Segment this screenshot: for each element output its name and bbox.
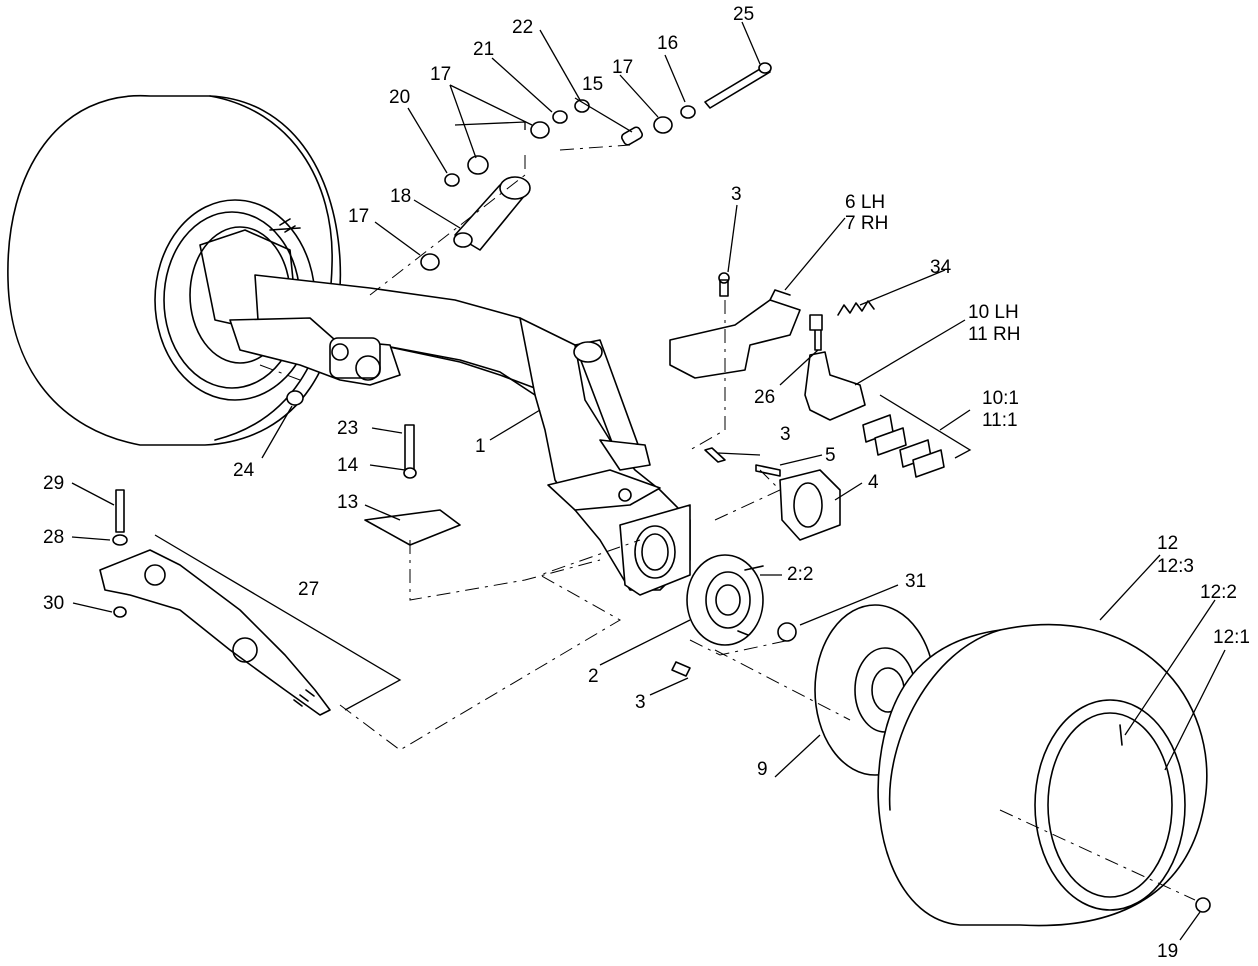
label-27: 27 xyxy=(298,579,319,600)
label-18: 18 xyxy=(390,186,411,207)
label-11-1: 11:1 xyxy=(982,410,1018,431)
wheel-hub-illustration xyxy=(686,554,764,646)
label-9: 9 xyxy=(757,759,768,780)
label-20: 20 xyxy=(389,87,410,108)
leader-lines xyxy=(71,21,1226,941)
label-14: 14 xyxy=(337,455,359,476)
axle-ujoint-illustration xyxy=(229,317,401,386)
label-12: 12 xyxy=(1157,533,1178,554)
label-2: 2 xyxy=(588,666,599,687)
label-13: 13 xyxy=(337,492,358,513)
label-17-top: 17 xyxy=(430,64,451,85)
label-3-bottom: 3 xyxy=(635,692,646,713)
axle-housing-illustration xyxy=(254,274,691,596)
part-labels: 1 2 2:2 3 3 3 4 5 6 LH 7 RH 9 10 LH 11 R… xyxy=(43,4,1250,962)
label-26: 26 xyxy=(754,387,775,408)
label-17-left: 17 xyxy=(348,206,369,227)
label-17-right: 17 xyxy=(612,57,633,78)
label-1: 1 xyxy=(475,436,486,457)
label-30: 30 xyxy=(43,593,64,614)
label-11-rh: 11 RH xyxy=(968,324,1020,345)
label-5: 5 xyxy=(825,445,836,466)
alignment-lines xyxy=(259,144,1196,901)
brake-caliper-illustration xyxy=(779,469,841,541)
mounting-plate-illustration xyxy=(364,424,461,546)
label-34: 34 xyxy=(930,257,952,278)
label-3-top: 3 xyxy=(731,184,742,205)
label-29: 29 xyxy=(43,473,64,494)
label-12-3: 12:3 xyxy=(1157,556,1194,577)
label-15: 15 xyxy=(582,74,603,95)
label-22: 22 xyxy=(512,17,533,38)
label-16: 16 xyxy=(657,33,678,54)
label-6-lh: 6 LH xyxy=(845,192,885,213)
label-12-2: 12:2 xyxy=(1200,582,1237,603)
label-7-rh: 7 RH xyxy=(845,213,888,234)
label-21: 21 xyxy=(473,39,494,60)
label-4: 4 xyxy=(868,472,879,493)
label-10-1: 10:1 xyxy=(982,388,1019,409)
label-19: 19 xyxy=(1157,941,1178,962)
label-12-1: 12:1 xyxy=(1213,627,1250,648)
small-hardware-illustration xyxy=(112,314,823,677)
upper-shock-illustration xyxy=(453,176,531,251)
brake-pads-illustration xyxy=(862,414,945,478)
label-24: 24 xyxy=(233,460,255,481)
right-tire-illustration xyxy=(877,623,1211,927)
shock-absorber-illustration xyxy=(573,339,651,471)
spring-illustration xyxy=(837,300,875,316)
label-25: 25 xyxy=(733,4,754,25)
label-31: 31 xyxy=(905,571,926,592)
label-2-2: 2:2 xyxy=(787,564,813,585)
hardware-stack-illustration xyxy=(420,62,772,271)
brake-lever-illustration xyxy=(804,319,866,421)
label-10-lh: 10 LH xyxy=(968,302,1019,323)
label-23: 23 xyxy=(337,418,358,439)
brake-bracket-illustration xyxy=(669,272,801,379)
label-28: 28 xyxy=(43,527,64,548)
label-3-mid: 3 xyxy=(780,424,791,445)
drive-shaft-illustration xyxy=(99,549,331,716)
